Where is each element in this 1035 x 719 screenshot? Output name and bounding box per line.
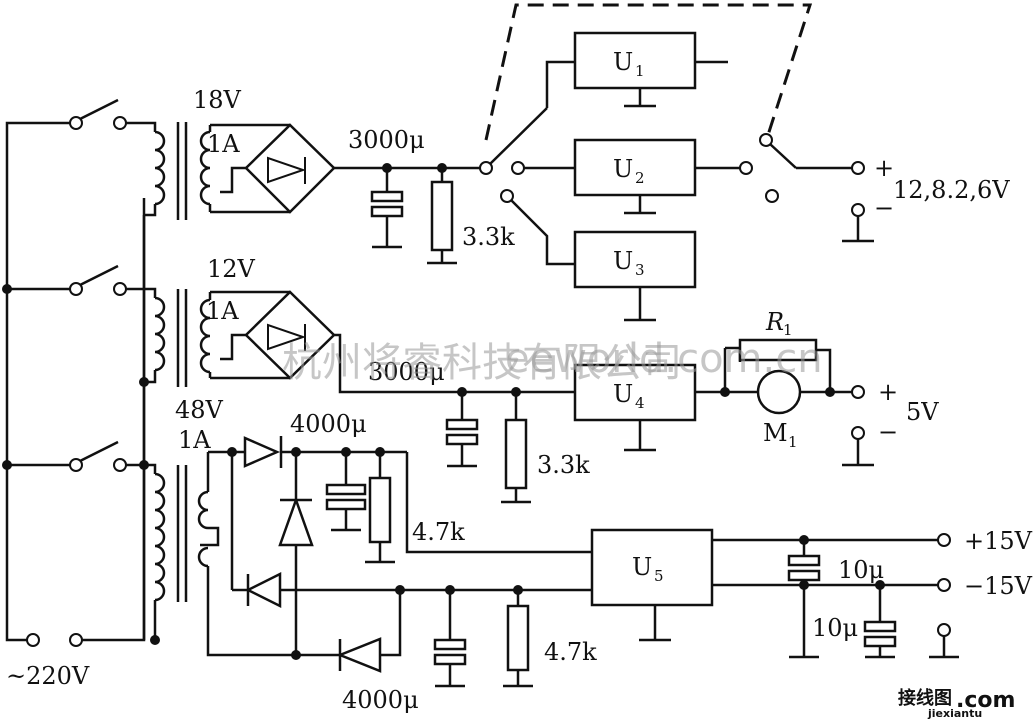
mains-switch-1 bbox=[69, 98, 140, 130]
cap-3000-mid-label: 3000μ bbox=[368, 358, 445, 386]
t1-voltage-label: 18V bbox=[193, 86, 242, 114]
svg-text:1: 1 bbox=[783, 321, 793, 339]
mains-bus: ~220V bbox=[2, 121, 146, 690]
svg-text:3: 3 bbox=[635, 261, 645, 279]
transformer-1: 18V 1A bbox=[140, 86, 242, 220]
out3-neg-label: −15V bbox=[964, 572, 1033, 600]
svg-text:1: 1 bbox=[788, 433, 798, 451]
cap-10-bottom-label: 10μ bbox=[812, 614, 858, 642]
out2-minus: − bbox=[878, 418, 898, 446]
mains-label: ~220V bbox=[6, 662, 90, 690]
t1-current-label: 1A bbox=[207, 130, 240, 158]
regulator-u2: U 2 bbox=[573, 138, 697, 215]
res-4k7-top-label: 4.7k bbox=[412, 518, 465, 546]
regulator-u3: U 3 bbox=[573, 230, 697, 322]
out1-minus: − bbox=[874, 194, 894, 222]
bridge-rectifier-1 bbox=[210, 123, 480, 214]
svg-text:U: U bbox=[613, 48, 633, 76]
transformer-3: 48V 1A bbox=[140, 396, 298, 657]
logo-pinyin: jiexiantu bbox=[927, 707, 982, 719]
negative-filter: 4000μ 4.7k bbox=[342, 585, 597, 714]
ganged-switch-link bbox=[484, 3, 813, 141]
res-3k3-mid-label: 3.3k bbox=[537, 451, 590, 479]
resistor-r1-motor-m1: R 1 M 1 + − 5V bbox=[720, 308, 939, 467]
out2-plus: + bbox=[878, 378, 898, 406]
regulator-u4: U 4 bbox=[573, 363, 757, 452]
res-3k3-top-label: 3.3k bbox=[462, 223, 515, 251]
logo-cn: 接线图 bbox=[898, 687, 952, 709]
filter-stage-1: 3000μ 3.3k bbox=[348, 126, 515, 265]
t2-voltage-label: 12V bbox=[207, 255, 256, 283]
cap-10-top-label: 10μ bbox=[838, 556, 884, 584]
watermark-text: 杭州将睿科技有限公司 bbox=[282, 340, 682, 386]
res-4k7-bottom-label: 4.7k bbox=[544, 638, 597, 666]
svg-text:U: U bbox=[632, 553, 652, 581]
t2-current-label: 1A bbox=[206, 297, 239, 325]
r1-label: R bbox=[765, 308, 784, 336]
cap-3000-top-label: 3000μ bbox=[348, 126, 425, 154]
svg-text:U: U bbox=[613, 380, 633, 408]
site-logo: 接线图 .com jiexiantu bbox=[898, 687, 1015, 719]
regulator-u5: U 5 bbox=[590, 528, 938, 642]
transformer-2: 12V 1A bbox=[140, 255, 256, 387]
cap-4000-bottom-label: 4000μ bbox=[342, 686, 419, 714]
t3-voltage-label: 48V bbox=[175, 396, 224, 424]
svg-text:4: 4 bbox=[635, 394, 645, 412]
selector-switch-input bbox=[479, 60, 575, 266]
watermark: 杭州将睿科技有限公司 eeworld.com.cn bbox=[282, 336, 823, 386]
out1-voltage-label: 12,8.2,6V bbox=[893, 176, 1010, 204]
mains-terminal-right bbox=[69, 633, 83, 647]
out2-voltage-label: 5V bbox=[906, 398, 939, 426]
regulator-u1: U 1 bbox=[573, 31, 697, 108]
mains-terminal-left bbox=[26, 633, 40, 647]
selector-switch-output: + − 12,8.2,6V bbox=[695, 60, 1010, 243]
t3-current-label: 1A bbox=[178, 426, 211, 454]
positive-filter: 4000μ 4.7k bbox=[290, 410, 592, 564]
svg-text:U: U bbox=[613, 155, 633, 183]
svg-text:2: 2 bbox=[635, 169, 645, 187]
out1-plus: + bbox=[874, 154, 894, 182]
svg-text:5: 5 bbox=[654, 567, 664, 585]
m1-label: M bbox=[763, 419, 788, 447]
out3-pos-label: +15V bbox=[964, 527, 1033, 555]
mains-switch-2 bbox=[69, 264, 140, 296]
mains-switch-3 bbox=[69, 440, 140, 472]
output-filter-15v: 10μ 10μ +15V −15V bbox=[787, 527, 1033, 659]
filter-stage-2: 3000μ 3.3k bbox=[368, 358, 590, 504]
watermark-url: eeworld.com.cn bbox=[505, 336, 823, 382]
logo-dot-com: .com bbox=[956, 688, 1015, 713]
svg-text:1: 1 bbox=[635, 62, 645, 80]
svg-text:U: U bbox=[613, 247, 633, 275]
cap-4000-top-label: 4000μ bbox=[290, 410, 367, 438]
